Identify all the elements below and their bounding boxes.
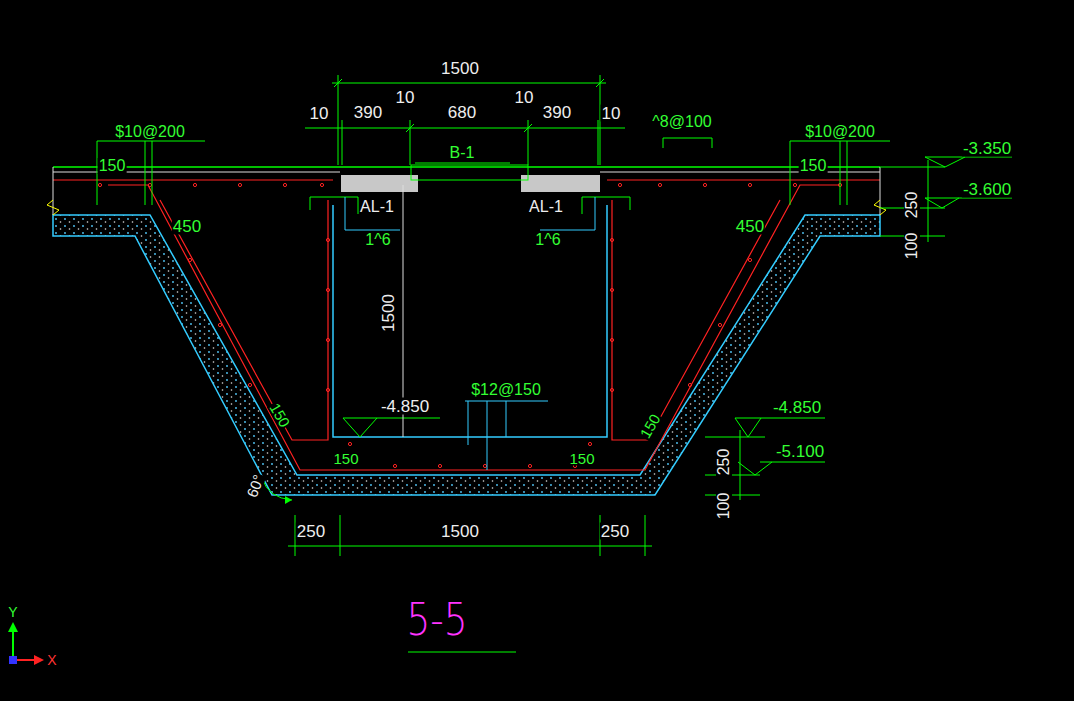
dimension-label: -3.600 <box>962 181 1012 198</box>
dimension-label: 390 <box>542 104 572 121</box>
dimension-label: ^8@100 <box>651 114 712 130</box>
dimension-label: 100 <box>904 232 920 261</box>
dimension-label: 1500 <box>440 60 480 77</box>
dimension-label: 150 <box>267 400 294 431</box>
dimension-label: 60° <box>244 472 267 500</box>
dimension-label: 150 <box>332 451 359 466</box>
dimension-label: -5.100 <box>775 443 825 460</box>
dimension-label: 150 <box>799 158 828 174</box>
dimension-label: 250 <box>904 191 920 220</box>
dimension-label: 150 <box>568 451 595 466</box>
dimension-label: B-1 <box>449 145 476 161</box>
dimension-label: 10 <box>309 105 330 122</box>
dimension-label: -4.850 <box>380 398 430 415</box>
dimension-label: 450 <box>735 218 765 235</box>
dimension-label: 100 <box>716 492 732 521</box>
dimension-label: 390 <box>353 104 383 121</box>
dimension-label: 250 <box>296 523 326 540</box>
dimension-label: -3.350 <box>962 140 1012 157</box>
dimension-label: 150 <box>98 158 127 174</box>
dimension-label: 1^6 <box>364 232 391 248</box>
dimension-label: 150 <box>637 411 664 442</box>
dimension-label: -4.850 <box>772 399 822 416</box>
dimension-label: 10 <box>514 89 535 106</box>
dimension-label: 1500 <box>380 293 397 333</box>
dimension-label: Y <box>7 605 18 619</box>
dimension-label: 1500 <box>440 523 480 540</box>
dimension-label: 10 <box>395 89 416 106</box>
section-caption: 5-5 <box>406 598 469 642</box>
dimension-label: X <box>46 653 57 667</box>
dimension-label: AL-1 <box>528 199 564 215</box>
dimension-label: AL-1 <box>359 199 395 215</box>
dimension-label: $12@150 <box>470 382 542 398</box>
dimension-label: $10@200 <box>114 124 186 140</box>
dimension-label: 250 <box>716 448 732 477</box>
dimension-label: 680 <box>447 104 477 121</box>
dimension-label: 250 <box>600 523 630 540</box>
dimension-label: 450 <box>172 218 202 235</box>
dimension-label: 1^6 <box>534 232 561 248</box>
dimension-label: $10@200 <box>804 124 876 140</box>
dimension-label: 10 <box>601 105 622 122</box>
